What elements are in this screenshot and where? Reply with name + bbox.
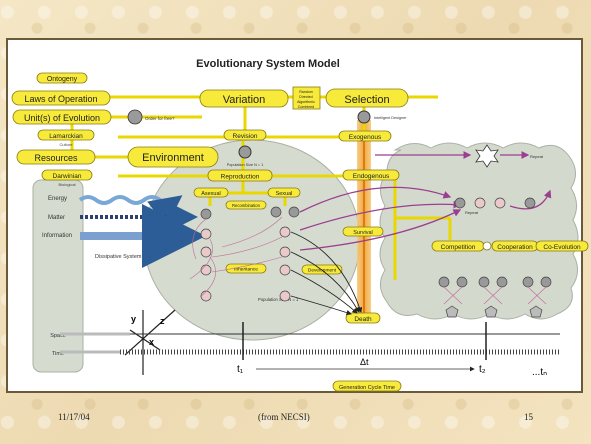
information-label: Information bbox=[42, 233, 72, 239]
recombination-label: Recombination bbox=[232, 203, 261, 208]
footer-date: 11/17/04 bbox=[58, 412, 90, 422]
revision-pill bbox=[223, 129, 267, 141]
selection-label: Selection bbox=[344, 94, 389, 106]
environment-pill bbox=[127, 146, 219, 168]
competition-label: Competition bbox=[441, 244, 476, 251]
units-of-evolution-label: Unit(s) of Evolution bbox=[24, 113, 100, 123]
repeat-label-top: Repeat bbox=[530, 154, 544, 159]
footer-source: (from NECSI) bbox=[258, 412, 310, 422]
space-label: Space bbox=[50, 333, 66, 339]
resources-label: Resources bbox=[34, 153, 78, 163]
environment-blob bbox=[379, 142, 579, 320]
generation-cycle-label: Generation Cycle Time bbox=[339, 385, 395, 391]
population-nodes bbox=[200, 206, 300, 302]
variation-source-4: Combined bbox=[298, 105, 314, 109]
population-size-n1-label: Population Size N = 1 bbox=[258, 297, 299, 302]
reproduction-pill bbox=[207, 169, 273, 182]
axis-y-label: y bbox=[131, 314, 136, 324]
co-evolution-pill bbox=[535, 240, 589, 252]
delta-t-label: Δt bbox=[360, 357, 369, 367]
variation-source-1: Random bbox=[299, 90, 313, 94]
order-for-free-label: Order for free? bbox=[145, 116, 175, 121]
order-for-free-node bbox=[127, 109, 143, 125]
exogenous-pill bbox=[338, 130, 392, 142]
inheritance-label: Inheritance bbox=[234, 267, 258, 273]
repeat-label-mid: Repeat bbox=[465, 210, 479, 215]
asexual-pill bbox=[193, 187, 229, 198]
matter-label: Matter bbox=[48, 215, 65, 221]
xyz-axes bbox=[124, 309, 176, 375]
laws-of-operation-label: Laws of Operation bbox=[24, 94, 97, 104]
sexual-pill bbox=[267, 187, 301, 198]
revision-label: Revision bbox=[233, 133, 258, 140]
inheritance-pill bbox=[225, 263, 267, 274]
lamarckian-label: Lamarckian bbox=[49, 133, 83, 140]
reproduction-label: Reproduction bbox=[221, 174, 260, 181]
population-size-n-label: Population Size N = 1 bbox=[227, 163, 264, 167]
death-label: Death bbox=[354, 316, 372, 323]
variation-label: Variation bbox=[223, 94, 266, 106]
star-node bbox=[475, 144, 499, 168]
diagram-title: Evolutionary System Model bbox=[196, 58, 340, 70]
death-pill bbox=[345, 312, 381, 324]
dissipative-system-box bbox=[32, 179, 84, 373]
intelligent-designer-node bbox=[357, 110, 371, 124]
time-label: Time bbox=[52, 351, 64, 357]
environment-label: Environment bbox=[142, 152, 204, 164]
variation-source-3: Algorithmic bbox=[297, 100, 315, 104]
laws-of-operation-pill bbox=[11, 90, 111, 106]
axis-z-label: z bbox=[160, 316, 165, 326]
development-pill bbox=[301, 264, 343, 275]
survival-label: Survival bbox=[353, 230, 373, 236]
resources-pill bbox=[16, 149, 96, 165]
dissipative-system-label: Dissipative System bbox=[95, 254, 142, 260]
exogenous-label: Exogenous bbox=[349, 134, 382, 141]
environment-nodes bbox=[438, 197, 552, 318]
recombination-pill bbox=[225, 200, 267, 210]
environment-links bbox=[443, 286, 547, 305]
death-arrows bbox=[290, 231, 363, 316]
energy-wave-arrow bbox=[78, 195, 183, 228]
tn-label: ...tₙ bbox=[532, 367, 547, 378]
variation-sources-box bbox=[292, 86, 321, 110]
endogenous-label: Endogenous bbox=[353, 173, 390, 180]
ontogeny-pill bbox=[36, 72, 88, 84]
culture-label: Culture bbox=[60, 142, 74, 147]
asexual-label: Asexual bbox=[201, 191, 221, 197]
feedback-arrows bbox=[299, 151, 552, 251]
selection-pill bbox=[325, 88, 409, 108]
t2-label: t₂ bbox=[479, 364, 486, 375]
units-of-evolution-pill bbox=[12, 109, 112, 125]
axis-x-label: x bbox=[149, 337, 154, 347]
energy-label: Energy bbox=[48, 196, 67, 202]
variation-pill bbox=[199, 89, 289, 108]
t1-label: t₁ bbox=[237, 364, 244, 375]
variation-source-2: Directed bbox=[299, 95, 312, 99]
intelligent-designer-label: Intelligent Designer bbox=[374, 116, 407, 120]
cooperation-label: Cooperation bbox=[497, 244, 533, 251]
co-evolution-label: Co-Evolution bbox=[543, 244, 581, 251]
lamarckian-pill bbox=[37, 129, 95, 141]
biological-label: Biological bbox=[58, 182, 75, 187]
ontogeny-label: Ontogeny bbox=[47, 76, 78, 83]
survival-pill bbox=[342, 226, 384, 237]
revision-node bbox=[238, 145, 252, 159]
sexual-label: Sexual bbox=[276, 191, 293, 197]
footer-page-number: 15 bbox=[524, 412, 533, 422]
generation-cycle-pill bbox=[332, 380, 402, 392]
lineage-lines bbox=[189, 216, 283, 298]
darwinian-pill bbox=[41, 169, 93, 181]
endogenous-pill bbox=[342, 169, 400, 181]
darwinian-label: Darwinian bbox=[53, 173, 82, 180]
